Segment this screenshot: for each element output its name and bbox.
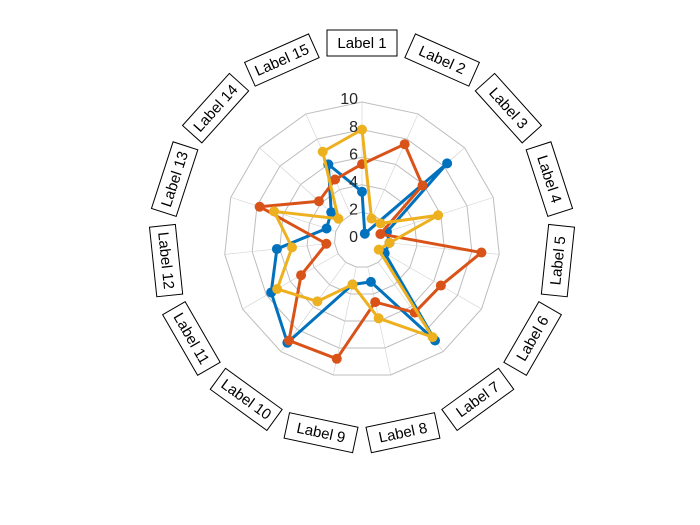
data-point xyxy=(272,283,283,294)
category-label-box xyxy=(326,29,398,57)
data-point xyxy=(433,210,444,221)
category-label-text: Label 5 xyxy=(547,235,569,286)
data-point xyxy=(321,238,332,249)
series-2 xyxy=(254,139,487,364)
category-label: Label 2 xyxy=(404,33,481,87)
category-label-box xyxy=(283,412,359,454)
category-label-box xyxy=(243,33,320,87)
category-label-box xyxy=(161,301,221,376)
data-point xyxy=(375,218,386,229)
category-label-box xyxy=(441,367,515,432)
grid-spoke xyxy=(372,113,419,215)
r-tick-label: 2 xyxy=(349,202,358,219)
category-label: Label 12 xyxy=(148,223,184,298)
grid-spoke xyxy=(385,253,482,310)
data-point xyxy=(254,201,265,212)
data-point xyxy=(333,213,344,224)
data-point xyxy=(284,335,294,346)
data-point xyxy=(442,158,453,169)
category-label: Label 8 xyxy=(365,412,441,454)
data-point xyxy=(370,297,381,308)
category-label: Label 6 xyxy=(503,301,563,376)
data-point xyxy=(476,247,487,258)
data-point xyxy=(271,243,282,254)
r-tick-label: 8 xyxy=(349,119,358,136)
category-label-box xyxy=(404,33,481,87)
r-tick-label: 4 xyxy=(349,174,358,191)
data-point xyxy=(427,332,438,343)
category-label-box xyxy=(365,412,441,454)
grid-spoke xyxy=(242,253,339,310)
category-label: Label 15 xyxy=(243,33,320,87)
category-label-box xyxy=(540,223,576,298)
category-label: Label 13 xyxy=(150,141,199,218)
data-point xyxy=(331,353,342,364)
category-label: Label 7 xyxy=(441,367,515,432)
category-label: Label 9 xyxy=(283,412,359,454)
data-point xyxy=(330,174,341,185)
data-point xyxy=(435,280,446,291)
grid-spoke xyxy=(230,197,336,232)
category-label-box xyxy=(525,141,574,218)
category-label-box xyxy=(503,301,563,376)
category-label: Label 3 xyxy=(474,72,543,144)
series-line xyxy=(272,128,440,339)
series-line xyxy=(258,142,483,361)
series-layer xyxy=(254,124,487,364)
category-label-box xyxy=(474,72,543,144)
r-tick-label: 6 xyxy=(349,146,358,163)
series-line xyxy=(269,161,449,345)
data-point xyxy=(317,146,328,157)
category-label-text: Label 1 xyxy=(337,35,386,52)
data-point xyxy=(321,223,332,234)
data-point xyxy=(357,124,367,135)
data-point xyxy=(359,228,370,239)
r-tick-label: 10 xyxy=(340,91,358,108)
data-point xyxy=(313,196,324,207)
data-point xyxy=(326,207,337,218)
r-tick-label: 0 xyxy=(349,229,358,246)
category-label-box xyxy=(150,141,199,218)
category-label: Label 5 xyxy=(540,223,576,298)
radial-tick-labels: 0 2 4 6 8 10 xyxy=(340,91,358,246)
data-point xyxy=(312,296,323,307)
category-label-box xyxy=(209,367,283,432)
grid-ring xyxy=(251,129,473,349)
data-point xyxy=(399,139,410,150)
category-label: Label 11 xyxy=(161,301,221,376)
data-point xyxy=(417,180,428,191)
data-point xyxy=(373,313,384,324)
category-label: Label 14 xyxy=(181,72,250,144)
category-label: Label 1 xyxy=(326,29,398,57)
category-label-box xyxy=(148,223,184,298)
grid-ring xyxy=(306,184,418,295)
data-point xyxy=(347,279,358,290)
data-point xyxy=(365,276,376,287)
data-point xyxy=(384,237,395,248)
data-point xyxy=(296,270,307,281)
data-point xyxy=(287,242,298,253)
data-point xyxy=(357,186,367,197)
category-label-box xyxy=(181,72,250,144)
data-point xyxy=(373,244,384,255)
data-point xyxy=(269,206,280,217)
category-label: Label 4 xyxy=(525,141,574,218)
category-label-text: Label 12 xyxy=(154,231,177,290)
category-label: Label 10 xyxy=(209,367,283,432)
data-point xyxy=(366,213,377,224)
grid-ring xyxy=(224,101,500,376)
data-point xyxy=(375,229,386,240)
series-3 xyxy=(269,124,444,343)
